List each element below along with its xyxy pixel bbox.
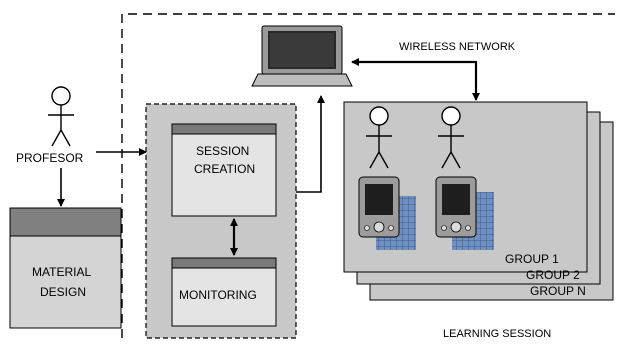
group-n-label: GROUP N [530,284,586,298]
session-creation-label-2: CREATION [194,162,255,176]
wireless-network-connector [351,58,480,101]
learning-session-label: LEARNING SESSION [443,328,551,340]
profesor-actor-icon [48,86,74,147]
student-2-icon [438,106,464,169]
pda-2-icon [435,176,477,238]
connector-session-to-laptop [296,95,325,193]
learning-session-boundary [121,13,615,338]
profesor-label: PROFESOR [16,151,84,165]
session-creation-box [171,123,277,217]
session-creation-label-1: SESSION [196,144,249,158]
material-design-label-2: DESIGN [40,285,86,299]
pda-1-icon [358,176,400,238]
laptop-icon [251,25,353,87]
student-1-icon [366,106,392,169]
monitoring-box [171,257,277,327]
wireless-network-label: WIRELESS NETWORK [399,41,516,53]
group-2-label: GROUP 2 [526,268,580,282]
group-1-label: GROUP 1 [505,252,559,266]
material-design-label-1: MATERIAL [32,265,91,279]
monitoring-label: MONITORING [179,288,257,302]
material-design-box [9,207,122,329]
